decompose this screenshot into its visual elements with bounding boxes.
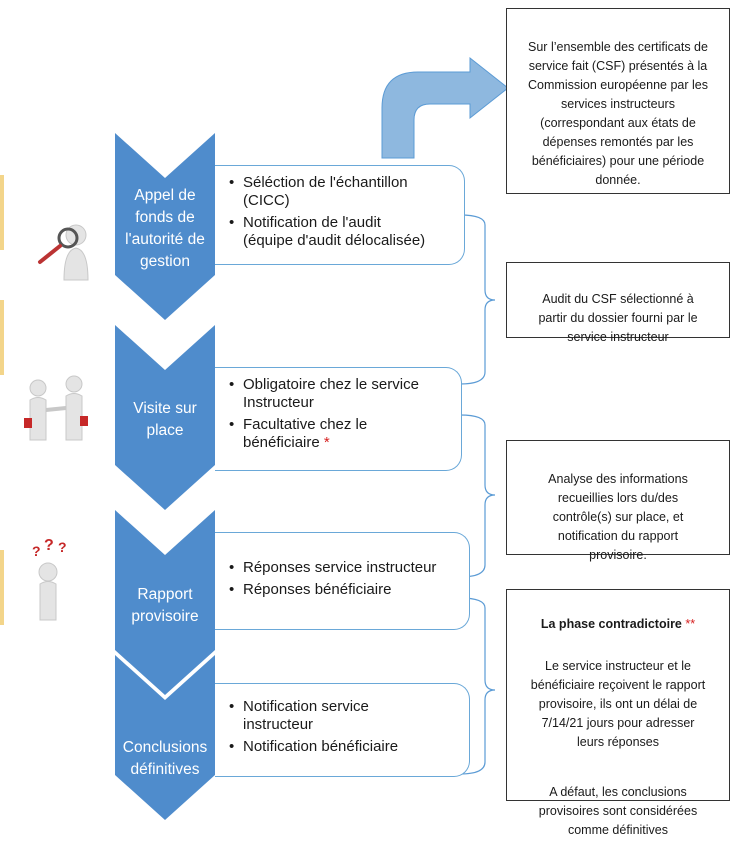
note-selection-scope-text: Sur l’ensemble des certificats de servic… — [528, 40, 708, 187]
bullet-facultative: Facultative chez le bénéficiaire * — [229, 416, 455, 452]
note-phase-default: A défaut, les conclusions provisoires so… — [538, 785, 698, 837]
handshake-icon — [24, 375, 88, 441]
note-analyse-text: Analyse des informations recueillies lor… — [548, 472, 688, 562]
bullet-obligatoire: Obligatoire chez le service Instructeur — [229, 376, 455, 412]
step-label-conclusions-definitives: Conclusions définitives — [122, 739, 208, 778]
detail-box-conclusions: Notification service instructeur Notific… — [215, 683, 470, 777]
chevron-appel-de-fonds — [115, 133, 215, 320]
phase-star: ** — [685, 617, 696, 631]
curved-arrow — [381, 56, 509, 159]
bullet-selection-echantillon: Séléction de l'échantillon (CICC) — [229, 174, 458, 210]
step-label-rapport-provisoire: Rapport provisoire — [131, 586, 199, 625]
svg-text:?: ? — [58, 539, 67, 555]
note-phase-title-text: La phase contradictoire — [540, 617, 682, 631]
magnifier-person-icon — [38, 224, 89, 281]
bracket-analyse — [459, 414, 496, 578]
yellow-edge-3 — [0, 550, 4, 625]
svg-text:?: ? — [44, 537, 54, 554]
detail-box-visite-sur-place: Obligatoire chez le service Instructeur … — [215, 367, 462, 471]
bullet-reponses-service: Réponses service instructeur — [229, 559, 463, 577]
svg-text:?: ? — [32, 543, 41, 559]
chevron-conclusions-definitives — [115, 655, 215, 820]
chevron-visite-sur-place — [115, 325, 215, 510]
detail-box-rapport-provisoire: Réponses service instructeur Réponses bé… — [215, 532, 470, 630]
footnote-star: * — [323, 434, 330, 451]
note-phase-title: La phase contradictoire ** — [513, 615, 723, 634]
bracket-audit — [459, 214, 496, 385]
bracket-phase — [459, 597, 496, 775]
yellow-edge-2 — [0, 300, 4, 375]
bullet-reponses-beneficiaire: Réponses bénéficiaire — [229, 581, 463, 599]
detail-box-appel-de-fonds: Séléction de l'échantillon (CICC) Notifi… — [215, 165, 465, 265]
note-audit: Audit du CSF sélectionné à partir du dos… — [506, 262, 730, 344]
bullet-notification-beneficiaire: Notification bénéficiaire — [229, 738, 463, 756]
note-analyse: Analyse des informations recueillies lor… — [506, 440, 730, 562]
question-person-icon: ? ? ? — [32, 537, 67, 621]
note-selection-scope: Sur l’ensemble des certificats de servic… — [506, 8, 730, 194]
bullet-notification-service: Notification service instructeur — [229, 698, 463, 734]
step-label-visite-sur-place: Visite sur place — [133, 400, 197, 439]
chevron-rapport-provisoire — [115, 510, 215, 695]
note-phase-contradictoire: La phase contradictoire ** Le service in… — [506, 589, 730, 837]
process-diagram: ? ? ? — [24, 56, 509, 820]
bullet-notification-audit: Notification de l'audit (équipe d'audit … — [229, 214, 458, 250]
note-phase-body: Le service instructeur et le bénéficiair… — [530, 659, 706, 749]
bullet-facultative-text: Facultative chez le bénéficiaire — [243, 416, 368, 451]
yellow-edge-1 — [0, 175, 4, 250]
step-label-appel-de-fonds: Appel de fonds de l'autorité de gestion — [125, 187, 205, 270]
note-audit-text: Audit du CSF sélectionné à partir du dos… — [538, 292, 698, 344]
